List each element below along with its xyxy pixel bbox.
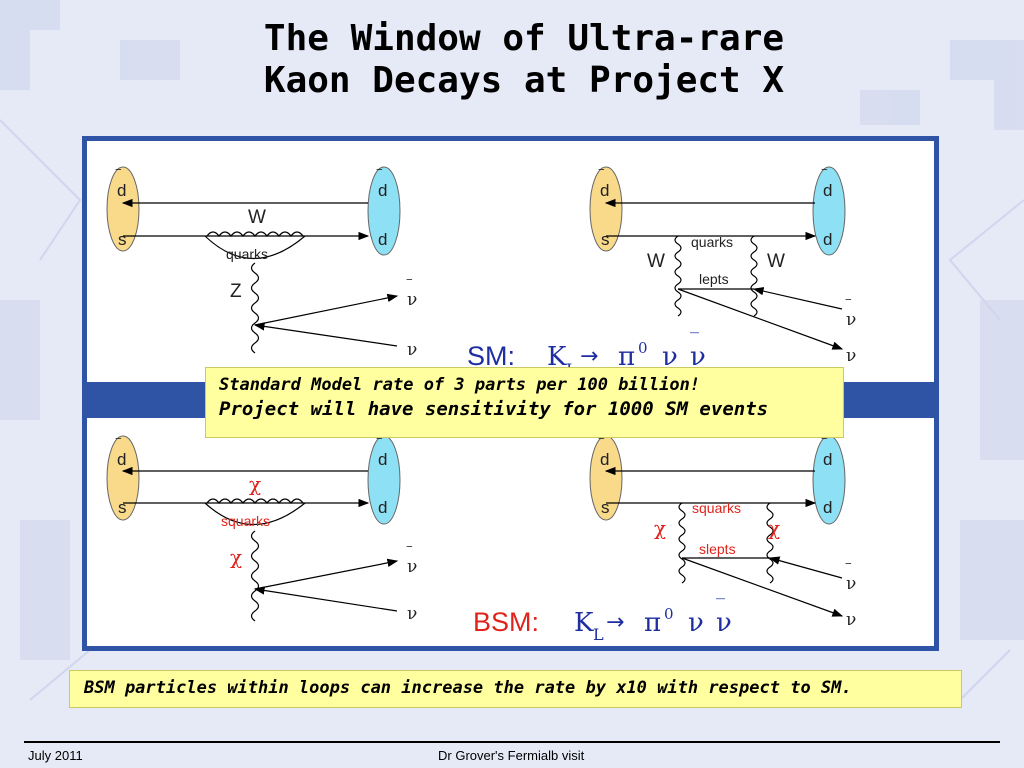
footer-divider [24,741,1000,743]
quark-label: d [823,230,832,249]
neutrino-symbol: ν [688,608,704,638]
antineutrino-symbol: ν [690,342,706,372]
title-line-1: The Window of Ultra-rare [263,18,785,59]
bsm-box-diagram [589,435,846,617]
overline: ‾ [406,277,413,293]
antineutrino-symbol: ν [716,608,732,638]
boson-left-label: W [647,251,665,272]
slide-title: The Window of Ultra-rare Kaon Decays at … [0,18,1024,102]
neutrino-label: ν [846,346,856,366]
feynman-diagrams: d ‾ s d ‾ d W quarks Z ν ‾ ν d ‾ s d ‾ d [106,166,856,644]
sm-rate-line: Standard Model rate of 3 parts per 100 b… [219,375,701,395]
kaon-subscript: L [593,625,604,644]
overline: ‾ [598,167,605,183]
pion-symbol: π [618,342,635,372]
antineutrino-label: ν [846,574,856,594]
sm-penguin-diagram [106,166,401,354]
overline: ‾ [821,167,828,183]
loop-label: squarks [221,513,270,529]
boson-left-label: χ [654,516,666,540]
quark-label: d [378,450,387,469]
bsm-label: BSM: [473,607,539,637]
overline: ‾ [716,596,725,617]
neutrino-label: ν [846,610,856,630]
pion-superscript: 0 [638,339,648,357]
sensitivity-line: Project will have sensitivity for 1000 S… [219,398,769,420]
neutrino-symbol: ν [662,342,678,372]
arrow-symbol: → [606,610,624,635]
quark-label: s [118,230,127,249]
bsm-process-equation: BSM: K L → π 0 ν ν ‾ [473,596,732,644]
overline: ‾ [690,330,699,351]
quark-label: d [600,450,609,469]
overline: ‾ [115,167,122,183]
overline: ‾ [376,167,383,183]
quark-ellipse-right [367,166,401,256]
propagator-label: χ [230,545,242,569]
boson-right-label: W [767,251,785,272]
arrow-symbol: → [580,344,598,369]
loop-bottom-label: slepts [699,541,736,557]
loop-top-label: quarks [691,234,733,250]
overline: ‾ [845,561,852,577]
kaon-symbol: K [547,342,567,372]
quark-label: d [378,230,387,249]
quark-label: d [378,498,387,517]
footer-title: Dr Grover's Fermialb visit [438,748,585,763]
title-line-2: Kaon Decays at Project X [263,60,785,101]
kaon-symbol: K [574,608,594,638]
quark-label: d [823,181,832,200]
overline: ‾ [115,436,122,452]
overline: ‾ [376,436,383,452]
quark-label: d [823,450,832,469]
loop-bottom-label: lepts [699,271,729,287]
neutrino-label: ν [407,340,417,360]
loop-label: quarks [226,246,268,262]
antineutrino-label: ν [407,557,417,577]
overline: ‾ [598,436,605,452]
quark-label: s [601,230,610,249]
quark-label: s [118,498,127,517]
sm-rate-note: Standard Model rate of 3 parts per 100 b… [205,367,844,438]
quark-label: d [600,181,609,200]
overline: ‾ [845,297,852,313]
antineutrino-label: ν [407,290,417,310]
boson-right-label: χ [768,516,780,540]
pion-superscript: 0 [664,605,674,623]
boson-label: χ [249,472,261,496]
footer-date: July 2011 [28,748,83,763]
overline: ‾ [821,436,828,452]
quark-label: d [823,498,832,517]
propagator-label: Z [230,281,242,302]
quark-ellipse-left [589,166,623,252]
pion-symbol: π [644,608,661,638]
quark-label: d [117,450,126,469]
bsm-penguin-diagram [106,435,401,622]
quark-ellipse-left [106,435,140,521]
sm-process-equation: SM: K L → π 0 ν ν ‾ [467,330,706,379]
quark-label: d [117,181,126,200]
quark-label: s [601,498,610,517]
loop-top-label: squarks [692,500,741,516]
sm-box-diagram [589,166,846,350]
boson-label: W [248,207,266,228]
quark-ellipse-left [106,166,140,252]
bsm-note: BSM particles within loops can increase … [69,670,962,708]
antineutrino-label: ν [846,310,856,330]
quark-ellipse-right [812,166,846,256]
neutrino-label: ν [407,604,417,624]
quark-label: d [378,181,387,200]
overline: ‾ [406,544,413,560]
sm-label: SM: [467,341,515,371]
